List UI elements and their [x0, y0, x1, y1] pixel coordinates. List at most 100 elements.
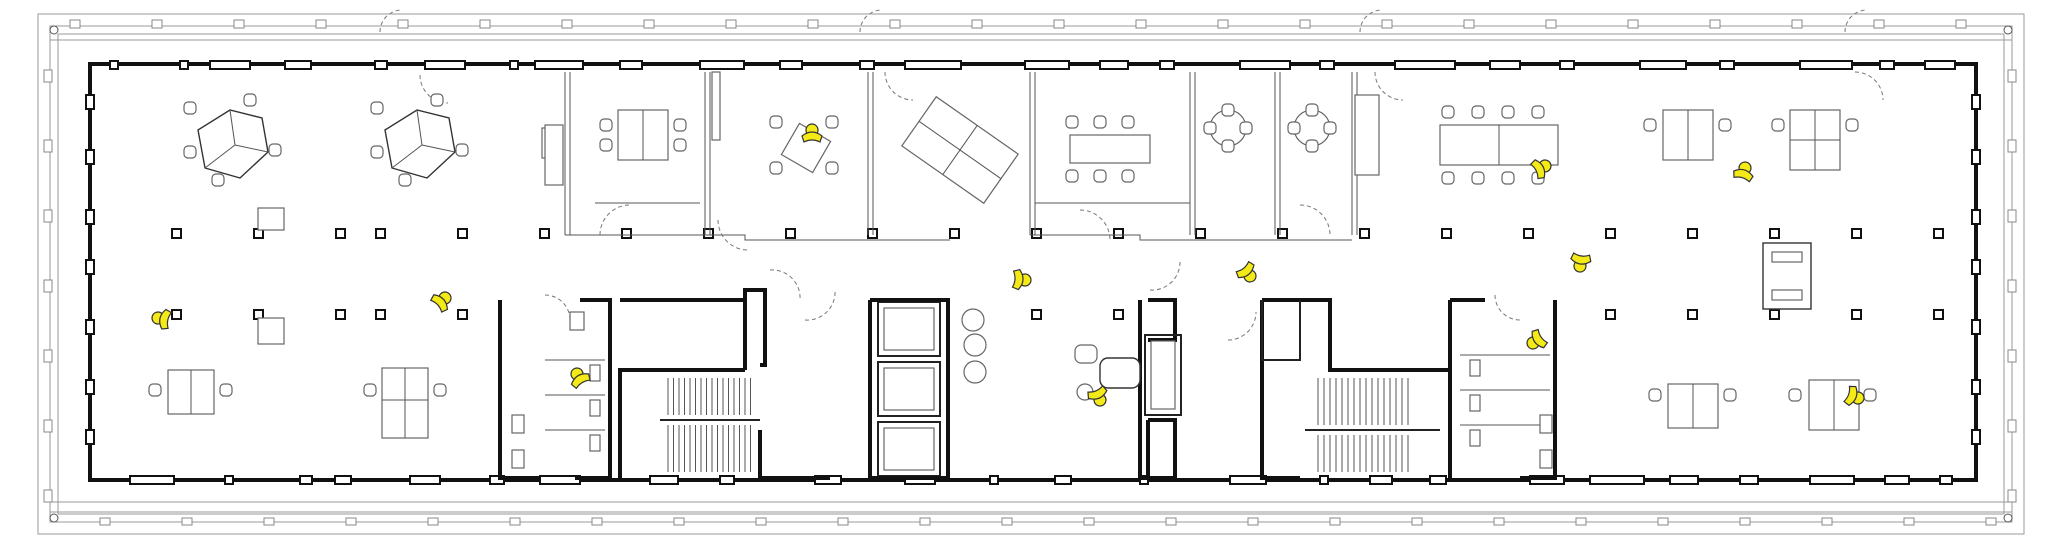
- door-swing-icon: [1359, 9, 1383, 33]
- door-swing-icon: [804, 289, 836, 321]
- window-bars: [85, 60, 1981, 485]
- mullion-icon: [397, 19, 409, 29]
- window-icon: [1429, 475, 1447, 485]
- door-swing-icon: [1844, 9, 1868, 33]
- elevator-icon: [1144, 334, 1182, 416]
- mullion-icon: [889, 19, 901, 29]
- chair-icon: [1121, 115, 1135, 129]
- mullion-icon: [1575, 517, 1587, 526]
- mullion-icon: [919, 517, 931, 526]
- column-icon: [1359, 228, 1370, 239]
- window-icon: [989, 475, 999, 485]
- mullion-icon: [1165, 517, 1177, 526]
- window-icon: [1809, 475, 1855, 485]
- window-icon: [1971, 259, 1981, 275]
- chair-icon: [1648, 388, 1662, 402]
- mullion-icon: [673, 517, 685, 526]
- chairs: [148, 93, 1877, 402]
- person-icon: [1526, 328, 1549, 350]
- chair-icon: [1501, 105, 1515, 119]
- window-icon: [1971, 94, 1981, 110]
- window-icon: [85, 259, 95, 275]
- window-icon: [649, 475, 679, 485]
- mullion-icon: [43, 69, 53, 83]
- sink-icon: [569, 311, 585, 331]
- window-icon: [85, 429, 95, 445]
- column-icon: [1687, 228, 1698, 239]
- chair-icon: [211, 173, 225, 187]
- chair-icon: [1723, 388, 1737, 402]
- chair-icon: [370, 145, 384, 159]
- mullion-icon: [1493, 517, 1505, 526]
- chair-icon: [1643, 118, 1657, 132]
- stair-icon: [1317, 378, 1409, 472]
- window-icon: [1719, 60, 1735, 70]
- person-icon: [151, 308, 173, 330]
- chair-icon: [1501, 171, 1515, 185]
- door-swing-icon: [884, 71, 914, 101]
- door-swing-icon: [419, 74, 449, 104]
- mullion-icon: [837, 517, 849, 526]
- column-icon: [335, 309, 346, 320]
- chair-icon: [599, 118, 613, 132]
- chair-icon: [455, 143, 469, 157]
- mullion-icon: [427, 517, 439, 526]
- mullion-icon: [43, 279, 53, 293]
- mullion-icon: [69, 19, 81, 29]
- door-swings: [379, 9, 1884, 341]
- mullion-icon: [509, 517, 521, 526]
- column-icon: [457, 228, 468, 239]
- door-swing-icon: [1299, 204, 1331, 236]
- column-icon: [375, 228, 386, 239]
- chair-icon: [1065, 169, 1079, 183]
- mullion-icon: [43, 209, 53, 223]
- mullion-icon: [643, 19, 655, 29]
- window-icon: [1369, 475, 1393, 485]
- column-icon: [171, 228, 182, 239]
- chair-icon: [183, 101, 197, 115]
- window-icon: [1971, 209, 1981, 225]
- door-swing-icon: [1079, 209, 1111, 241]
- window-icon: [539, 475, 581, 485]
- person-icon: [1733, 161, 1754, 183]
- column-icon: [621, 228, 632, 239]
- mullion-icon: [807, 19, 819, 29]
- door-swing-icon: [1854, 71, 1884, 101]
- chair-icon: [219, 383, 233, 397]
- sink-icon: [511, 414, 525, 434]
- chair-icon: [1788, 388, 1802, 402]
- chair-icon: [1441, 171, 1455, 185]
- window-icon: [1394, 60, 1456, 70]
- window-icon: [534, 60, 584, 70]
- chair-icon: [1863, 388, 1877, 402]
- person-icon: [1529, 159, 1552, 180]
- mullion-icon: [43, 139, 53, 153]
- chair-icon: [1718, 118, 1732, 132]
- window-icon: [409, 475, 441, 485]
- window-icon: [509, 60, 519, 70]
- chair-icon: [1287, 121, 1301, 135]
- hex-table-icon: [384, 109, 456, 179]
- mullion-icon: [43, 349, 53, 363]
- core-east: [1138, 298, 1557, 480]
- mullion-icon: [1903, 517, 1915, 526]
- corner-marker-icon: [2003, 513, 2013, 523]
- window-icon: [1971, 319, 1981, 335]
- lounge-chair-icon: [963, 360, 987, 384]
- mullion-icon: [1627, 19, 1639, 29]
- sofa-icon: [1099, 357, 1141, 389]
- column-icon: [1933, 309, 1944, 320]
- chair-icon: [1471, 171, 1485, 185]
- chair-icon: [825, 161, 839, 175]
- lounge-chair-icon: [961, 308, 985, 332]
- chair-icon: [1771, 118, 1785, 132]
- chair-icon: [673, 118, 687, 132]
- window-icon: [1971, 149, 1981, 165]
- furniture: [167, 71, 1860, 439]
- window-icon: [1159, 60, 1175, 70]
- toilet-icon: [1469, 359, 1481, 377]
- mullion-icon: [43, 419, 53, 433]
- person-icon: [1011, 268, 1032, 291]
- window-icon: [1489, 60, 1521, 70]
- column-icon: [1113, 228, 1124, 239]
